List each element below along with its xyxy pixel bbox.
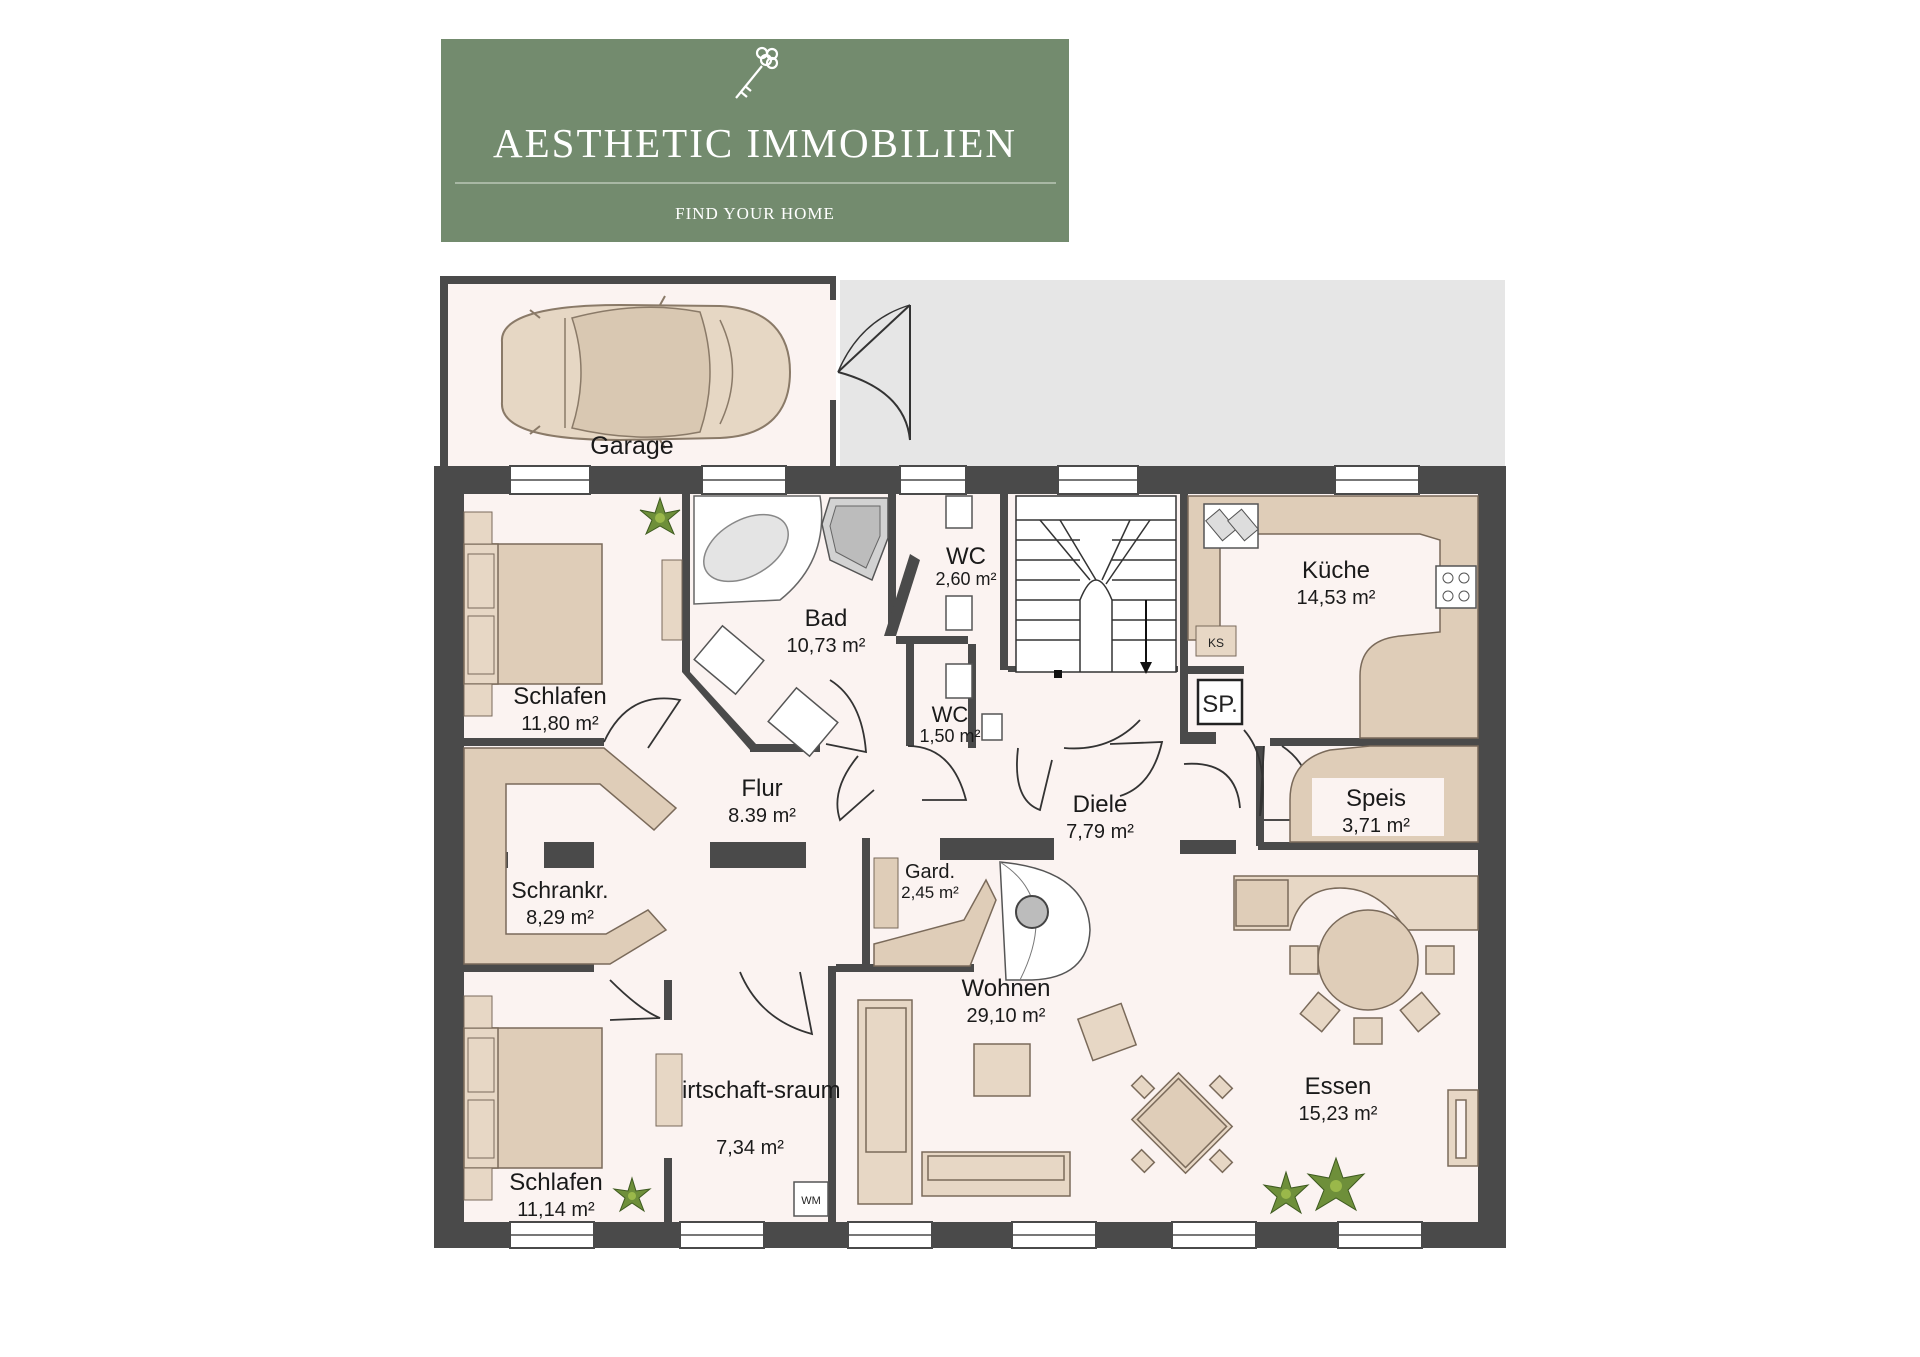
brand-name: AESTHETIC IMMOBILIEN — [493, 120, 1017, 166]
fireplace-round — [999, 861, 1091, 981]
room-area-diele: 7,79 m² — [1066, 821, 1134, 843]
bed-schlafen1 — [463, 511, 683, 717]
room-label-schlafen1: Schlafen — [513, 683, 606, 710]
brand-background — [441, 39, 1069, 242]
room-area-wohnen: 29,10 m² — [967, 1005, 1046, 1027]
appliance-label-ks: KS — [1208, 636, 1224, 650]
garage-door — [837, 304, 911, 441]
room-area-wc1: 2,60 m² — [935, 569, 996, 589]
staircase — [1015, 495, 1177, 673]
room-label-wirtschaft: Wirtschaft-sraum — [659, 1077, 840, 1104]
room-area-schrankr: 8,29 m² — [526, 907, 594, 929]
dining-furniture — [1233, 875, 1479, 1167]
room-label-schlafen2: Schlafen — [509, 1169, 602, 1196]
doors — [603, 679, 1313, 1036]
car-icon — [500, 295, 792, 449]
shower-icon — [821, 497, 889, 582]
room-label-diele: Diele — [1073, 791, 1128, 818]
room-label-garage: Garage — [590, 432, 673, 460]
room-label-wohnen: Wohnen — [962, 975, 1051, 1002]
wardrobe-closet — [463, 747, 678, 965]
room-area-speis: 3,71 m² — [1342, 815, 1410, 837]
room-area-bad: 10,73 m² — [787, 635, 866, 657]
appliance-label-wm: WM — [801, 1195, 821, 1207]
brand-tagline: FIND YOUR HOME — [675, 204, 835, 223]
stair-arrow-icon — [1054, 600, 1152, 678]
house: Schlafen 11,80 m² Bad 10,73 m² WC 2,60 m… — [434, 465, 1506, 1249]
fridge-box — [1195, 625, 1237, 657]
room-label-essen: Essen — [1305, 1073, 1372, 1100]
room-label-bad: Bad — [805, 605, 848, 632]
key-icon — [735, 46, 779, 99]
brand-logo-box: AESTHETIC IMMOBILIEN FIND YOUR HOME — [441, 39, 1069, 242]
stove-icon — [1435, 565, 1477, 609]
plant-icon — [1306, 1156, 1366, 1212]
room-area-schlafen2: 11,14 m² — [517, 1199, 595, 1221]
garage: Garage — [440, 276, 911, 466]
dishwasher-box — [1196, 678, 1244, 726]
garderobe-cabinet — [873, 857, 997, 967]
room-label-wc1: WC — [946, 543, 986, 570]
room-area-schlafen1: 11,80 m² — [521, 713, 599, 735]
toilet-icon — [945, 495, 1003, 741]
room-label-schrankr: Schrankr. — [511, 877, 608, 903]
room-area-kueche: 14,53 m² — [1297, 587, 1376, 609]
room-area-flur: 8.39 m² — [728, 805, 796, 827]
plant-icon — [612, 1176, 652, 1213]
terrace-area — [840, 280, 1505, 466]
room-area-wirtschaft: 7,34 m² — [716, 1137, 784, 1159]
room-label-flur: Flur — [741, 775, 782, 802]
living-furniture — [857, 999, 1234, 1205]
washer-box — [793, 1181, 829, 1217]
plant-icon — [1262, 1170, 1310, 1215]
room-area-wc2: 1,50 m² — [919, 726, 980, 746]
room-area-gard: 2,45 m² — [901, 883, 959, 902]
room-area-essen: 15,23 m² — [1299, 1103, 1378, 1125]
bed-schlafen2 — [463, 995, 683, 1201]
sink-icon — [693, 624, 839, 758]
kitchen-counter — [1187, 495, 1479, 739]
room-label-speis: Speis — [1346, 785, 1406, 812]
room-label-kueche: Küche — [1302, 557, 1370, 584]
appliance-label-sp: SP. — [1202, 691, 1238, 718]
plant-icon — [639, 496, 681, 536]
room-label-gard: Gard. — [905, 861, 955, 883]
room-label-wc2: WC — [932, 702, 969, 727]
pantry-shelves — [1289, 745, 1479, 843]
bathtub-icon — [693, 495, 823, 605]
